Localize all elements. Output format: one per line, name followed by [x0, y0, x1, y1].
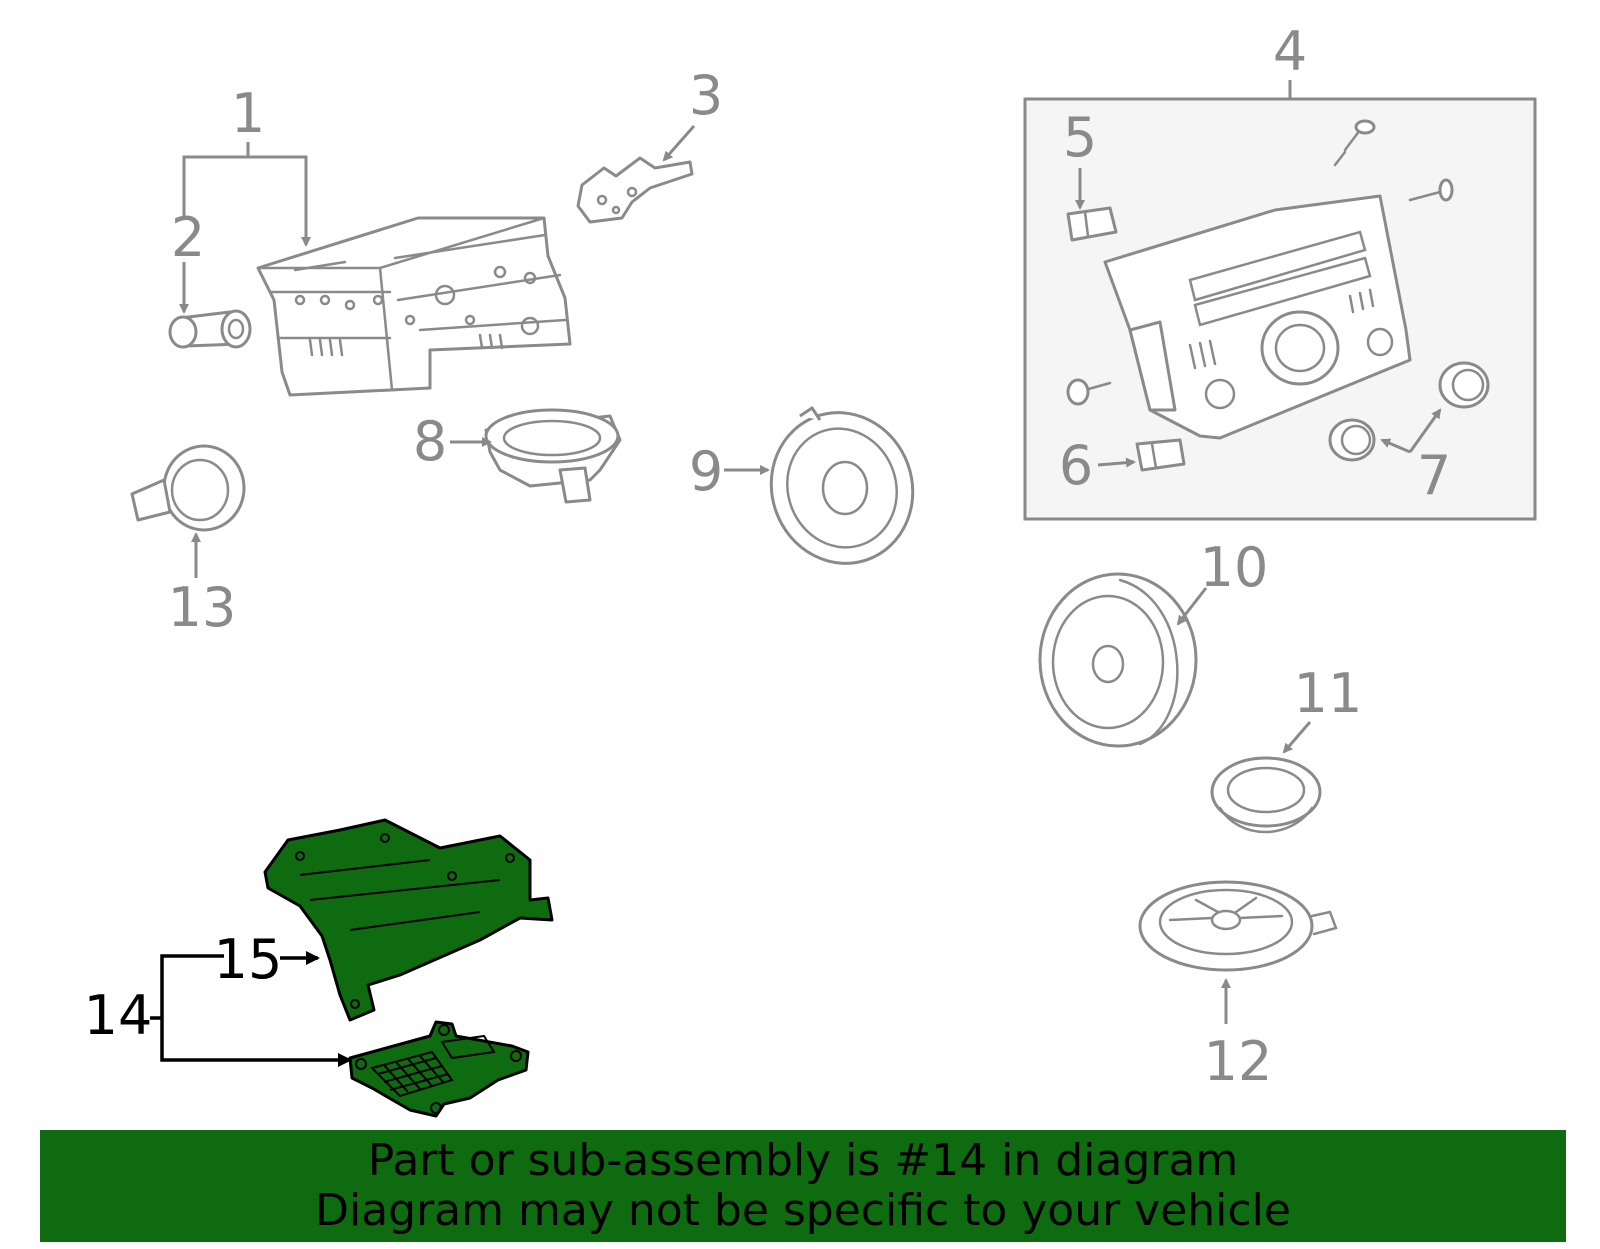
callout-6-leader	[1097, 457, 1136, 468]
radio-head-unit[interactable]	[256, 216, 572, 397]
callout-13: 13	[168, 576, 237, 639]
screw-left[interactable]	[1066, 378, 1112, 406]
callout-11: 11	[1294, 662, 1363, 725]
door-speaker-rear[interactable]	[1038, 572, 1198, 748]
door-speaker-front[interactable]	[750, 393, 934, 584]
callout-3: 3	[689, 64, 723, 127]
audio-control-panel[interactable]	[1103, 194, 1412, 440]
tweeter-speaker[interactable]	[484, 408, 622, 504]
callout-15: 15	[214, 928, 283, 991]
screw-right[interactable]	[1408, 178, 1454, 202]
callout-7-leader-b	[1408, 408, 1442, 453]
callout-6: 6	[1059, 434, 1093, 497]
callout-11-leader	[1282, 721, 1312, 754]
callout-4: 4	[1273, 20, 1307, 83]
callout-7: 7	[1417, 444, 1451, 507]
banner-line-2: Diagram may not be specific to your vehi…	[315, 1185, 1291, 1236]
socket-holder[interactable]	[130, 444, 246, 532]
callout-10-leader	[1176, 587, 1208, 626]
banner-line-1: Part or sub-assembly is #14 in diagram	[367, 1135, 1239, 1186]
callout-2: 2	[171, 206, 205, 269]
callout-7-leader-a	[1380, 438, 1411, 454]
callout-10: 10	[1200, 536, 1269, 599]
callout-14-leader	[160, 954, 352, 1067]
callout-1: 1	[231, 82, 265, 145]
callout-3-leader	[662, 125, 696, 162]
subwoofer-speaker[interactable]	[1138, 880, 1338, 972]
radio-knob[interactable]	[168, 309, 252, 349]
amplifier-bracket[interactable]	[263, 818, 554, 1022]
callout-9: 9	[689, 440, 723, 503]
callout-5: 5	[1063, 106, 1097, 169]
callout-12: 12	[1204, 1030, 1273, 1093]
knob-small-pair[interactable]	[1328, 361, 1490, 462]
clip-lower[interactable]	[1135, 438, 1186, 472]
callout-8: 8	[413, 410, 447, 473]
audio-amplifier-module[interactable]	[348, 1020, 530, 1118]
mid-speaker[interactable]	[1210, 756, 1322, 834]
callout-1-leader	[182, 155, 311, 247]
callout-14: 14	[84, 984, 153, 1047]
info-banner: Part or sub-assembly is #14 in diagram D…	[40, 1130, 1566, 1242]
mounting-bracket[interactable]	[576, 156, 694, 224]
clip-upper[interactable]	[1066, 206, 1118, 242]
screw-top[interactable]	[1333, 119, 1376, 167]
